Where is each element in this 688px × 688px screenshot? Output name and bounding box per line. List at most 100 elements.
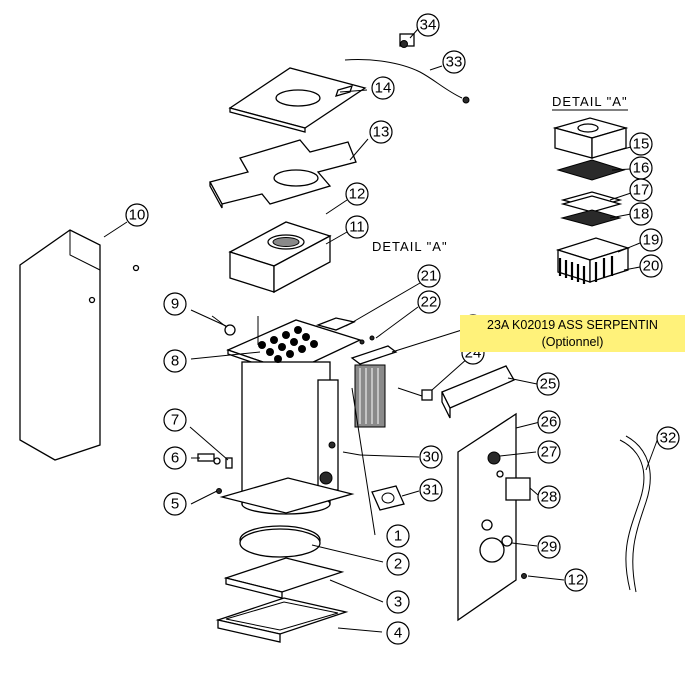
svg-text:32: 32 [660,430,677,447]
svg-text:11: 11 [349,219,365,236]
part-13-insulation-plate [209,139,357,209]
callout-25: 25 [536,372,560,396]
svg-text:30: 30 [423,449,440,466]
callout-1: 1 [386,524,410,548]
svg-text:16: 16 [633,160,650,177]
callout-11: 11 [345,215,369,239]
part-10-side-panel [19,229,140,461]
part-11-flue-box [228,221,332,294]
part-22-screws [359,335,375,345]
part-3-board [223,557,345,599]
part-33-cable [344,59,470,104]
part-5-screw [216,488,222,494]
svg-text:26: 26 [541,414,558,431]
callout-26: 26 [537,410,561,434]
callout-6: 6 [163,446,187,470]
part-31-gasket [371,485,405,511]
callout-21: 21 [417,264,441,288]
svg-text:7: 7 [171,412,179,429]
callout-18: 18 [629,202,653,226]
callout-12-lower: 12 [564,568,588,592]
svg-text:6: 6 [171,450,179,467]
callout-15: 15 [629,132,653,156]
part-12-screw-lower [521,573,527,579]
part-29-grommet [501,535,513,547]
svg-text:12: 12 [349,186,366,203]
callout-28: 28 [537,485,561,509]
svg-text:10: 10 [129,207,146,224]
callout-2: 2 [386,552,410,576]
svg-text:9: 9 [171,296,179,313]
svg-text:1: 1 [394,528,402,545]
svg-text:8: 8 [171,353,179,370]
callout-13: 13 [369,120,393,144]
callout-19: 19 [639,228,663,252]
callout-9: 9 [163,292,187,316]
part-30-anode [342,451,361,456]
svg-text:33: 33 [446,54,463,71]
svg-text:15: 15 [633,136,650,153]
optional-coil-note: 23A K02019 ASS SERPENTIN (Optionnel) [460,315,685,352]
part-9-sensor [211,315,236,336]
part-7-fitting [225,457,233,469]
part-28-thermostat [505,477,531,501]
svg-text:27: 27 [541,444,558,461]
part-32-wiring [619,435,651,593]
detail-a-label-top: DETAIL "A" [552,94,628,109]
callout-14: 14 [371,76,395,100]
callout-12: 12 [345,182,369,206]
svg-text:31: 31 [423,482,440,499]
callout-17: 17 [629,178,653,202]
part-23-coil [350,345,398,428]
part-2-disc [239,525,321,558]
svg-text:13: 13 [373,124,390,141]
part-26-front-panel [457,412,517,622]
callout-16: 16 [629,156,653,180]
part-27-knob [487,451,501,465]
callout-8: 8 [163,349,187,373]
part-25-cover [441,365,515,419]
svg-text:19: 19 [643,232,660,249]
svg-text:25: 25 [540,376,557,393]
callout-34: 34 [416,13,440,37]
part-8-tank [226,316,362,515]
svg-text:12: 12 [568,572,585,589]
callout-31: 31 [419,478,443,502]
part-1-base-plate [219,477,355,514]
part-16-grille [556,159,626,181]
svg-text:29: 29 [541,539,558,556]
svg-text:17: 17 [633,182,650,199]
callout-3: 3 [386,590,410,614]
callout-22: 22 [417,290,441,314]
svg-text:2: 2 [394,556,402,573]
callout-5: 5 [163,492,187,516]
part-18-filter [560,209,622,227]
svg-text:21: 21 [421,268,438,285]
callout-27: 27 [537,440,561,464]
part-6-valve [197,453,221,465]
svg-text:28: 28 [541,489,558,506]
part-20-fins [558,256,614,284]
svg-text:20: 20 [643,258,660,275]
callout-33: 33 [442,50,466,74]
part-4-tray [215,597,349,643]
note-line-2: (Optionnel) [541,335,604,349]
callout-7: 7 [163,408,187,432]
svg-text:34: 34 [420,17,437,34]
callout-4: 4 [386,621,410,645]
svg-text:3: 3 [394,594,402,611]
svg-text:14: 14 [375,80,392,97]
part-24-element [397,387,433,401]
callout-10: 10 [125,203,149,227]
callout-20: 20 [639,254,663,278]
svg-text:5: 5 [171,496,179,513]
svg-text:22: 22 [421,294,438,311]
part-21-gasket [315,317,357,331]
callout-29: 29 [537,535,561,559]
svg-text:18: 18 [633,206,650,223]
svg-text:4: 4 [394,625,402,642]
note-line-1: 23A K02019 ASS SERPENTIN [487,318,658,332]
detail-a-group [552,117,631,284]
part-14-top-lid [228,67,367,133]
